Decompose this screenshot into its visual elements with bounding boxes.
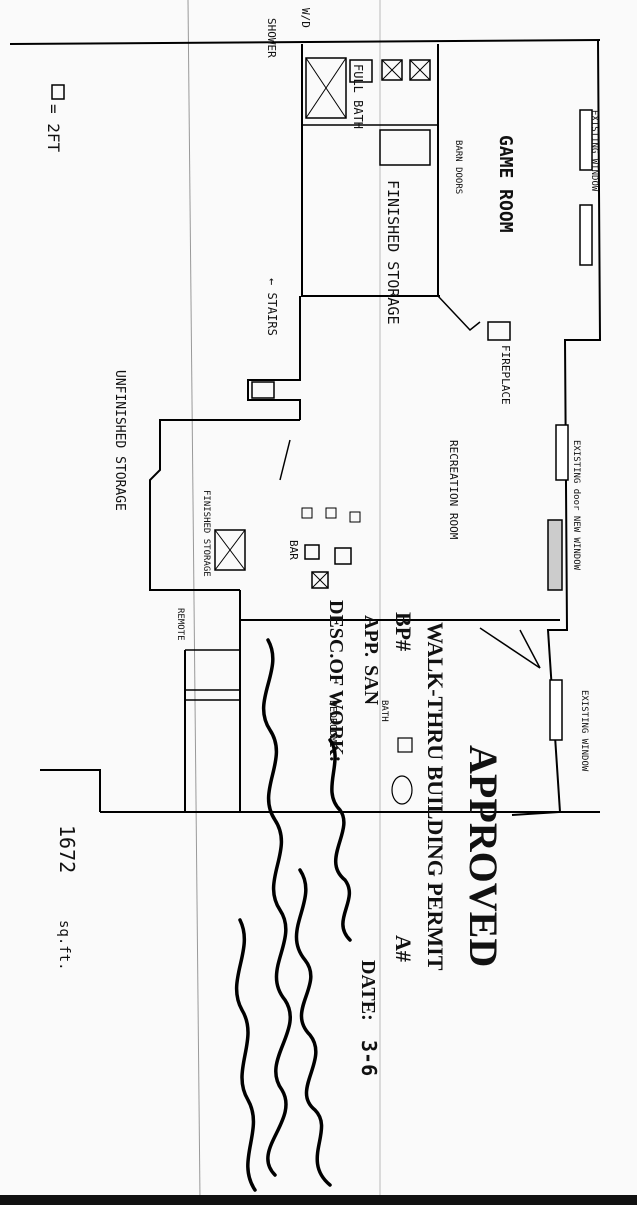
approval-stamp: APPROVED <box>461 745 506 967</box>
stamp-title: APPROVED <box>461 745 506 967</box>
scale-square <box>51 84 65 100</box>
desc-text: Finish basement <box>299 880 302 889</box>
bar-label: BAR <box>287 540 300 560</box>
storage-wall <box>301 44 440 297</box>
desc2-text: W/ New Bedroom <box>267 650 269 659</box>
scale-note: = 2FT <box>44 104 63 153</box>
finished-storage-label: FINISHED STORAGE <box>384 180 402 325</box>
full-bath-label: FULL BATH <box>351 64 365 129</box>
wd-label: W/D <box>299 8 312 28</box>
window-2 <box>579 204 593 266</box>
a-label: A# <box>391 935 416 962</box>
shower-label: SHOWER <box>265 18 278 58</box>
barn-doors-label: BARN DOORS <box>453 140 463 194</box>
bp-label: BP# <box>391 612 416 651</box>
existing-door-label: EXISTING door NEW WINDOW <box>571 440 581 571</box>
game-room-label: GAME ROOM <box>495 135 516 233</box>
app-label: APP. <box>360 615 382 657</box>
stair-steps <box>251 381 275 399</box>
total-area-unit: sq.ft. <box>56 920 72 971</box>
unfinished-storage-wall <box>149 419 300 591</box>
handwritten-desc <box>234 638 352 1192</box>
scale-note-text: = 2FT <box>44 104 63 153</box>
window-5 <box>549 679 563 741</box>
shower-box <box>305 57 347 119</box>
bath-label: BATH <box>379 700 389 722</box>
window-1 <box>579 109 593 171</box>
total-area-value: 1672 <box>55 825 79 873</box>
desc-label: DESC.OF WORK: <box>325 600 347 762</box>
hall-walls <box>185 649 240 701</box>
existing-window-label-2: EXISTING WINDOW <box>579 690 589 772</box>
door-swing <box>437 295 481 332</box>
top-wall <box>9 39 601 45</box>
stairs-wall <box>247 296 301 420</box>
window-4 <box>547 519 563 591</box>
date-value: 3-6 <box>357 1040 381 1076</box>
san-label: SAN <box>360 665 382 706</box>
stairs-label: ← STAIRS <box>265 278 279 336</box>
remote-label: REMOTE <box>175 608 185 641</box>
fireplace-label: FIREPLACE <box>499 345 512 405</box>
recreation-room-label: RECREATION ROOM <box>447 440 460 540</box>
unfinished-storage-label: UNFINISHED STORAGE <box>112 370 127 511</box>
bedroom-label: BEDROOM <box>327 700 338 742</box>
fireplace-box <box>487 321 511 341</box>
app-name-text: Deered <box>339 720 341 724</box>
finished-storage-box <box>214 529 246 571</box>
scan-edge <box>0 1195 637 1205</box>
fold-line <box>187 0 201 1201</box>
stamp-subtitle: WALK-THRU BUILDING PERMIT <box>423 622 448 971</box>
window-3 <box>555 424 569 481</box>
existing-window-label: EXISTING WINDOW <box>589 110 599 192</box>
date-label: DATE: <box>357 960 379 1021</box>
finished-storage-small-label: FINISHED STORAGE <box>201 490 211 577</box>
